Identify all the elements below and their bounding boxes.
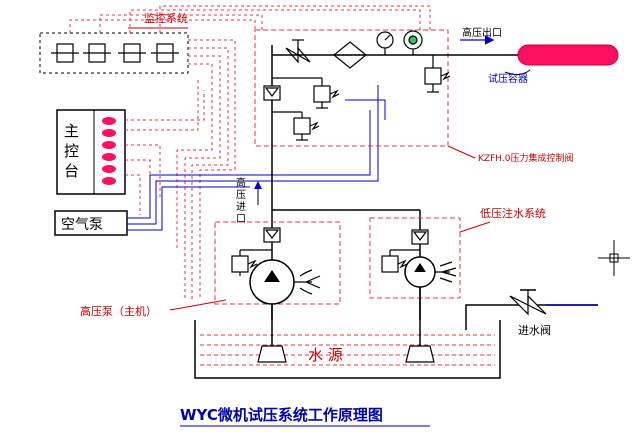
hp-pump [249, 259, 321, 305]
relief-valve-1 [272, 77, 340, 109]
filter-symbol [333, 41, 367, 69]
stop-valve [285, 39, 311, 64]
signal-wiring-blue [127, 85, 386, 231]
monitor-system [39, 32, 189, 74]
check-valve-lp [411, 229, 429, 245]
label-main-console-2: 控 [64, 142, 79, 160]
inlet-valve [465, 289, 598, 330]
label-hp-inlet-4: 口 [236, 214, 246, 225]
crosshair-mark [598, 240, 630, 276]
hp-pump-box [214, 221, 341, 305]
relief-valve-right [424, 55, 451, 93]
label-water-source: 水 源 [308, 346, 343, 364]
label-hp-pump: 高压泵（主机） [80, 304, 157, 318]
label-main-console-3: 台 [64, 162, 79, 180]
valve-group-box [254, 29, 449, 147]
relief-valve-lp [381, 249, 420, 273]
label-main-console-1: 主 [64, 122, 79, 140]
relief-valve-2 [272, 111, 320, 141]
lp-system-box [369, 217, 461, 299]
air-pump-box [54, 210, 128, 236]
label-air-pump: 空气泵 [61, 217, 103, 233]
signal-wiring-red [69, 5, 431, 300]
check-valve-upper [263, 85, 281, 101]
label-lp-system: 低压注水系统 [480, 206, 546, 220]
test-vessel [460, 44, 619, 66]
label-hp-inlet-2: 压 [236, 189, 246, 201]
main-console [56, 109, 126, 195]
relief-valve-hp [231, 249, 272, 276]
label-hp-inlet-3: 进 [236, 201, 246, 213]
lp-pump [404, 256, 457, 288]
label-monitor-system: 监控系统 [144, 11, 188, 25]
pressure-gauges [376, 30, 423, 55]
label-test-vessel: 试压容器 [488, 72, 528, 85]
check-valve-hp [263, 227, 281, 243]
label-inlet-valve: 进水阀 [518, 323, 551, 337]
label-valve-group: KZFH.0压力集成控制阀 [478, 152, 573, 164]
label-hp-inlet-1: 高 [236, 176, 246, 189]
label-hp-outlet: 高压出口 [462, 26, 502, 39]
water-tank [194, 287, 501, 379]
diagram-title: WYC微机试压系统工作原理图 [180, 406, 383, 424]
monitor-gauges [51, 43, 179, 63]
